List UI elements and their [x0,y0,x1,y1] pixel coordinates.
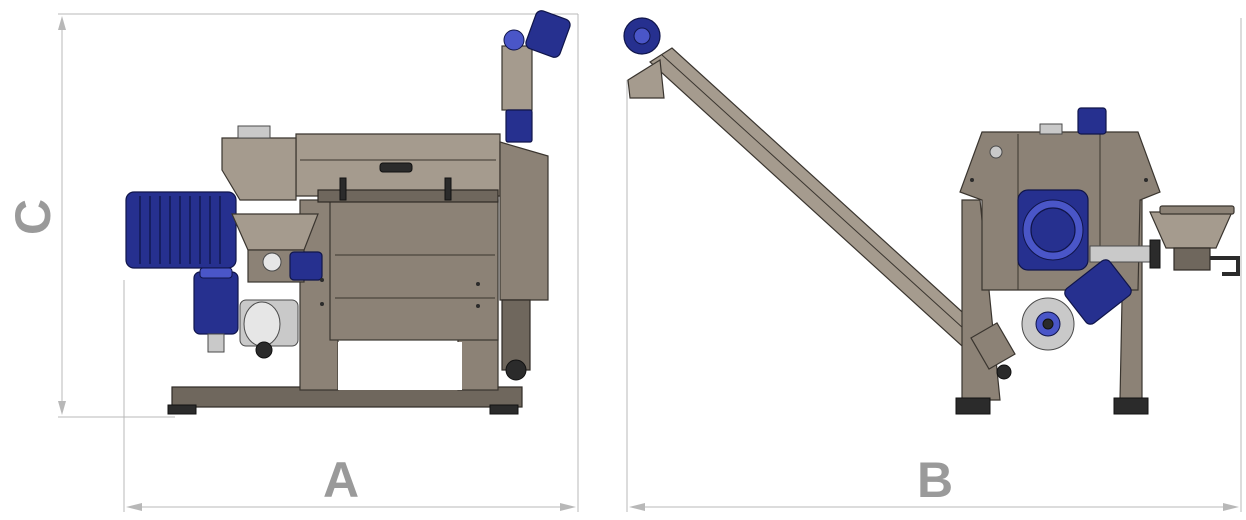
gear-motor [289,251,323,281]
hopper-neck [1173,247,1211,271]
foot [167,404,197,415]
discharge-chute [501,299,531,371]
hood-rim [317,189,499,203]
main-motor [125,191,237,269]
tube-coupling [505,109,533,143]
inclined-conveyor [649,47,1005,367]
motor-fins [139,196,221,264]
foot [955,397,991,415]
pump-outlet [207,333,225,353]
side-view [125,10,571,415]
screw-housing [499,141,549,301]
side-hopper [1149,211,1233,249]
conveyor-inlet [627,58,665,99]
vertical-tube [501,45,533,111]
front-view [623,17,1240,415]
dimension-c [58,13,578,418]
dimension-b [626,18,1242,512]
discharge-coupling [970,322,1016,370]
pump-motor [193,271,239,335]
foot [1113,397,1149,415]
angled-motor [1064,259,1132,325]
foot [489,404,519,415]
lower-hopper [231,213,319,251]
tube-motor [525,10,571,58]
hood-handle [379,162,413,173]
dimension-label-c: C [5,198,61,235]
dimension-label-a: A [323,452,360,508]
top-motor [1077,107,1107,135]
feed-hopper [221,137,297,201]
dimension-a [123,14,579,512]
dimension-label-b: B [917,452,954,508]
hopper-cap [237,125,271,139]
main-body [329,194,499,341]
